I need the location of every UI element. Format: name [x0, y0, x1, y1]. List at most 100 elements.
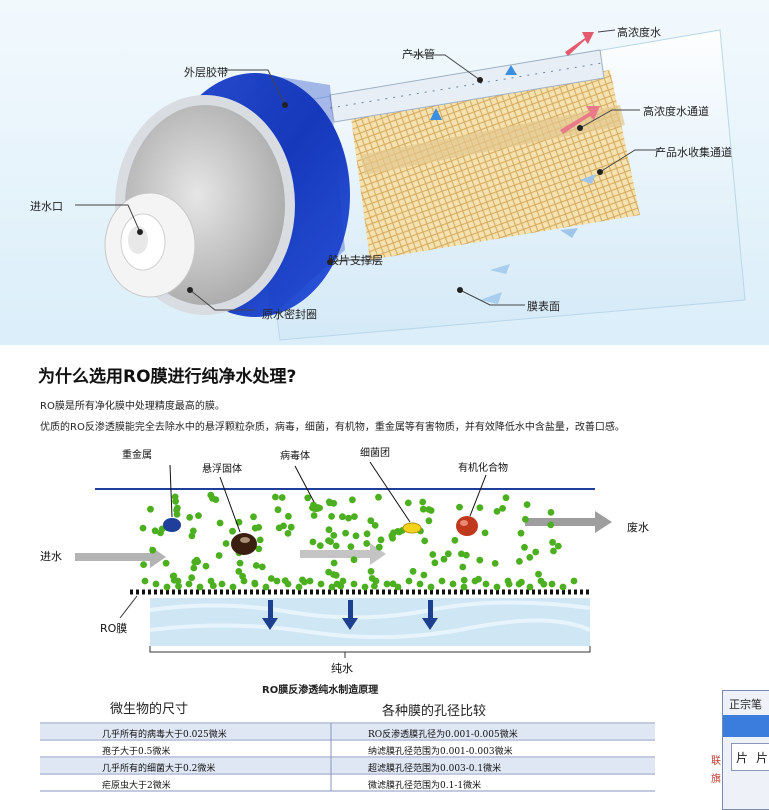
water-particle	[190, 564, 198, 572]
popup-window[interactable]: 正宗笔 片 片	[722, 690, 769, 810]
water-particle	[284, 580, 292, 588]
water-particle	[240, 577, 248, 585]
water-particle	[493, 583, 501, 591]
water-particle	[326, 499, 334, 507]
popup-tab-strip: 片 片	[731, 743, 769, 771]
water-particle	[499, 505, 506, 512]
water-particle	[476, 504, 484, 511]
ro-element-diagram: 外层胶带 产水管 高浓度水 高浓度水通道 产品水收集通道 进水口 胶片支撑层 原…	[0, 0, 769, 345]
water-particle	[317, 580, 325, 588]
water-particle	[361, 583, 369, 591]
water-particle	[460, 576, 468, 584]
water-particle	[202, 562, 210, 570]
water-particle	[517, 529, 525, 537]
water-particle	[152, 580, 160, 588]
water-particle	[491, 560, 499, 567]
water-particle	[526, 554, 534, 561]
water-particle	[548, 580, 556, 588]
water-particle	[186, 514, 194, 521]
water-particle	[429, 551, 437, 558]
water-particle	[309, 538, 317, 546]
popup-side-top: 联	[711, 756, 721, 767]
water-particle	[255, 545, 263, 553]
water-particle	[515, 580, 523, 588]
water-particle	[476, 556, 484, 564]
water-particle	[280, 522, 287, 530]
water-particle	[328, 583, 336, 591]
water-particle	[347, 543, 355, 550]
water-particle	[295, 583, 303, 591]
organic-particle	[456, 516, 478, 536]
water-particle	[389, 534, 396, 542]
water-particle	[570, 577, 578, 585]
label-inlet: 进水口	[30, 200, 63, 213]
water-particle	[306, 577, 314, 585]
water-particle	[325, 526, 333, 534]
water-particle	[330, 571, 337, 578]
ro-process-illustration	[75, 461, 612, 658]
water-particle	[371, 582, 378, 590]
label-outer-tape: 外层胶带	[184, 66, 228, 79]
water-particle	[285, 512, 292, 520]
water-particle	[330, 559, 338, 567]
water-particle	[421, 537, 429, 545]
water-particle	[502, 494, 510, 502]
water-particle	[169, 572, 177, 580]
label-inlet-water: 进水	[40, 550, 62, 563]
water-particle	[229, 583, 237, 591]
water-particle	[363, 530, 371, 538]
water-particle	[193, 556, 201, 564]
water-particle	[419, 498, 427, 506]
water-particle	[532, 548, 540, 556]
water-particle	[174, 577, 182, 585]
water-particle	[550, 547, 557, 555]
water-particle	[554, 542, 562, 550]
water-particle	[256, 536, 264, 544]
label-organic: 有机化合物	[458, 463, 508, 474]
water-particle	[427, 583, 435, 591]
water-particle	[493, 508, 501, 515]
water-particle	[175, 582, 182, 590]
water-particle	[141, 577, 149, 585]
water-particle	[375, 543, 383, 551]
water-particle	[185, 580, 193, 588]
intro-line-2: 优质的RO反渗透膜能完全去除水中的悬浮颗粒杂质，病毒，细菌，有机物，重金属等有害…	[40, 422, 625, 433]
water-particle	[547, 521, 555, 529]
table-right-header: 各种膜的孔径比较	[382, 704, 487, 719]
water-particle	[438, 577, 446, 585]
water-particle	[351, 513, 358, 520]
table-right-cell-1: RO反渗透膜孔径为0.001-0.005微米	[368, 730, 518, 740]
water-particle	[207, 491, 215, 499]
suspended-solid-particle	[231, 533, 257, 555]
water-particle	[459, 563, 467, 571]
popup-tab-1[interactable]: 片	[736, 751, 749, 765]
water-particle	[172, 497, 180, 505]
water-particle	[350, 556, 358, 564]
water-particle	[394, 583, 402, 591]
water-particle	[516, 558, 523, 565]
water-particle	[352, 532, 360, 540]
water-particle	[444, 550, 452, 558]
water-particle	[310, 512, 318, 519]
table-grid	[40, 722, 655, 792]
popup-tab-2[interactable]: 片	[756, 751, 769, 765]
label-heavy-metal: 重金属	[122, 450, 152, 461]
label-waste-water: 废水	[627, 521, 649, 534]
water-particle	[522, 515, 529, 523]
label-virus: 病毒体	[280, 451, 310, 462]
process-caption: RO膜反渗透纯水制造原理	[262, 685, 379, 696]
water-particle	[404, 499, 412, 507]
water-particle	[482, 580, 490, 588]
water-particle	[174, 504, 181, 512]
table-right-cell-2: 纳滤膜孔径范围为0.001-0.003微米	[368, 747, 513, 757]
table-right-cell-4: 微滤膜孔径范围为0.1-1微米	[368, 781, 482, 791]
water-particle	[278, 494, 286, 501]
water-particle	[363, 540, 371, 547]
water-particle	[316, 542, 324, 549]
label-product-tube: 产水管	[402, 48, 435, 61]
water-particle	[349, 496, 356, 504]
intro-line-1: RO膜是所有净化膜中处理精度最高的膜。	[40, 401, 225, 412]
water-particle	[139, 524, 147, 532]
ro-process-diagram: 重金属 悬浮固体 病毒体 细菌团 有机化合物 废水 进水 RO膜 纯水	[0, 440, 769, 680]
water-particle	[537, 577, 545, 585]
